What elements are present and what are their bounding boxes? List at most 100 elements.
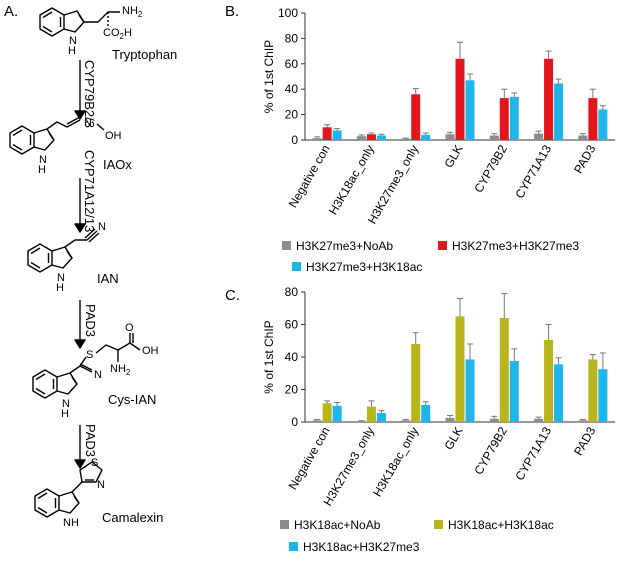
bar-h3k18ac-h3k18ac	[366, 406, 376, 422]
iaox-structure	[9, 116, 105, 155]
cys-ian-label: Cys-IAN	[108, 392, 156, 407]
x-tick-label: PAD3	[571, 142, 599, 176]
panel-label-a: A.	[4, 3, 18, 20]
iaox-h-label: H	[38, 164, 46, 176]
bar-h3k18ac-h3k18ac	[322, 403, 332, 422]
bar-h3k27me3-h3k27me3	[366, 134, 376, 140]
y-tick-label: 20	[285, 383, 299, 397]
iaox-oh-label: OH	[105, 130, 122, 142]
x-tick-label: PAD3	[571, 424, 599, 458]
ian-label: IAN	[97, 271, 119, 286]
enzyme-pad3-2: PAD3	[83, 424, 98, 457]
y-tick-label: 80	[285, 285, 299, 299]
enzyme-cyp71a12-13: CYP71A12/13	[82, 150, 97, 232]
arrow-1	[74, 60, 86, 120]
ian-structure	[27, 228, 100, 273]
y-tick-label: 40	[285, 82, 299, 96]
y-tick-label: 100	[278, 6, 298, 20]
legend-swatch	[282, 241, 291, 250]
x-tick-label: GLK	[441, 425, 465, 453]
tryptophan-h-label: H	[68, 45, 76, 57]
arrow-3	[74, 300, 86, 349]
y-tick-label: 20	[285, 108, 299, 122]
x-tick-label: Negative con	[286, 425, 333, 493]
bar-h3k27me3-h3k27me3	[544, 58, 554, 140]
bar-h3k27me3-noab	[489, 135, 499, 140]
legend-label: H3K27me3+H3K27me3	[452, 239, 579, 253]
ian-h-label: H	[56, 282, 64, 294]
bar-h3k18ac-h3k27me3	[554, 364, 564, 422]
bar-h3k27me3-noab	[356, 136, 366, 140]
bar-h3k18ac-noab	[578, 420, 588, 422]
cys-ian-n-label: N	[94, 369, 102, 381]
iaox-n-label: N	[84, 117, 92, 129]
bar-h3k27me3-h3k18ac	[598, 109, 608, 140]
tryptophan-co2h-label: CO2H	[103, 27, 132, 41]
bar-h3k18ac-noab	[534, 418, 544, 422]
pathway-panel: A. N H NH2 CO2H Tryptophan CYP79B2/3	[4, 3, 177, 529]
x-tick-label: H3K18ac_only	[326, 143, 377, 218]
bar-h3k27me3-h3k27me3	[588, 98, 598, 140]
y-axis-label: % of 1st ChIP	[262, 40, 276, 113]
cys-ian-oh-label: OH	[142, 345, 159, 357]
bar-h3k27me3-h3k18ac	[332, 130, 342, 140]
x-tick-label: H3K18ac_only	[370, 425, 421, 500]
x-tick-label: Negative con	[286, 143, 333, 211]
camalexin-nh-label: NH	[63, 517, 79, 529]
cys-ian-h-label: H	[61, 408, 69, 420]
bar-h3k18ac-h3k18ac	[499, 318, 509, 422]
arrow-4	[74, 425, 86, 469]
bar-h3k27me3-h3k18ac	[509, 96, 519, 140]
bar-h3k27me3-h3k18ac	[376, 135, 386, 140]
bar-h3k18ac-noab	[489, 418, 499, 422]
y-tick-label: 40	[285, 350, 299, 364]
enzyme-cyp79b2-3: CYP79B2/3	[82, 60, 97, 128]
bar-h3k27me3-noab	[312, 138, 322, 140]
bar-h3k27me3-h3k18ac	[554, 83, 564, 140]
legend-label: H3K18ac+H3K27me3	[303, 540, 420, 554]
legend-swatch	[289, 542, 298, 551]
bar-h3k18ac-h3k27me3	[465, 359, 475, 422]
bar-h3k18ac-h3k27me3	[332, 405, 342, 422]
camalexin-structure	[34, 461, 103, 518]
tryptophan-n-label: N	[69, 35, 77, 47]
iaox-n-label-ring: N	[39, 154, 47, 166]
bar-h3k18ac-h3k27me3	[598, 369, 608, 422]
ian-n-label-ring: N	[57, 272, 65, 284]
legend-swatch	[434, 520, 443, 529]
bar-h3k27me3-h3k27me3	[322, 127, 332, 140]
bar-h3k18ac-noab	[312, 420, 322, 422]
legend-label: H3K27me3+H3K18ac	[306, 260, 422, 274]
cys-ian-n-label-ring: N	[62, 398, 70, 410]
enzyme-pad3-1: PAD3	[83, 304, 98, 337]
tryptophan-nh2-label: NH2	[122, 5, 143, 19]
camalexin-label: Camalexin	[102, 510, 163, 525]
tryptophan-structure	[39, 7, 120, 37]
arrow-2	[74, 178, 86, 233]
x-tick-label: CYP71A13	[512, 424, 554, 483]
bar-h3k27me3-noab	[401, 138, 411, 140]
bar-h3k18ac-h3k18ac	[455, 316, 465, 422]
x-tick-label: CYP79B2	[471, 424, 510, 477]
x-tick-label: GLK	[441, 143, 465, 171]
camalexin-s-label: S	[91, 457, 98, 469]
legend-b: H3K27me3+NoAb H3K27me3+H3K27me3H3K27me3+H…	[282, 239, 579, 274]
y-tick-label: 60	[285, 57, 299, 71]
bar-h3k18ac-noab	[445, 417, 455, 422]
bar-h3k27me3-h3k27me3	[499, 98, 509, 140]
legend-label: H3K18ac+NoAb	[294, 518, 381, 532]
cys-ian-s-label: S	[86, 349, 93, 361]
bar-h3k27me3-h3k27me3	[411, 94, 421, 140]
cys-ian-o-label: O	[125, 322, 134, 334]
panel-label-b: B.	[225, 3, 239, 20]
legend-label: H3K27me3+NoAb	[296, 239, 393, 253]
bar-h3k18ac-h3k27me3	[509, 361, 519, 422]
bar-h3k18ac-h3k18ac	[411, 344, 421, 422]
camalexin-n-label: N	[97, 479, 105, 491]
y-axis-label: % of 1st ChIP	[262, 320, 276, 393]
